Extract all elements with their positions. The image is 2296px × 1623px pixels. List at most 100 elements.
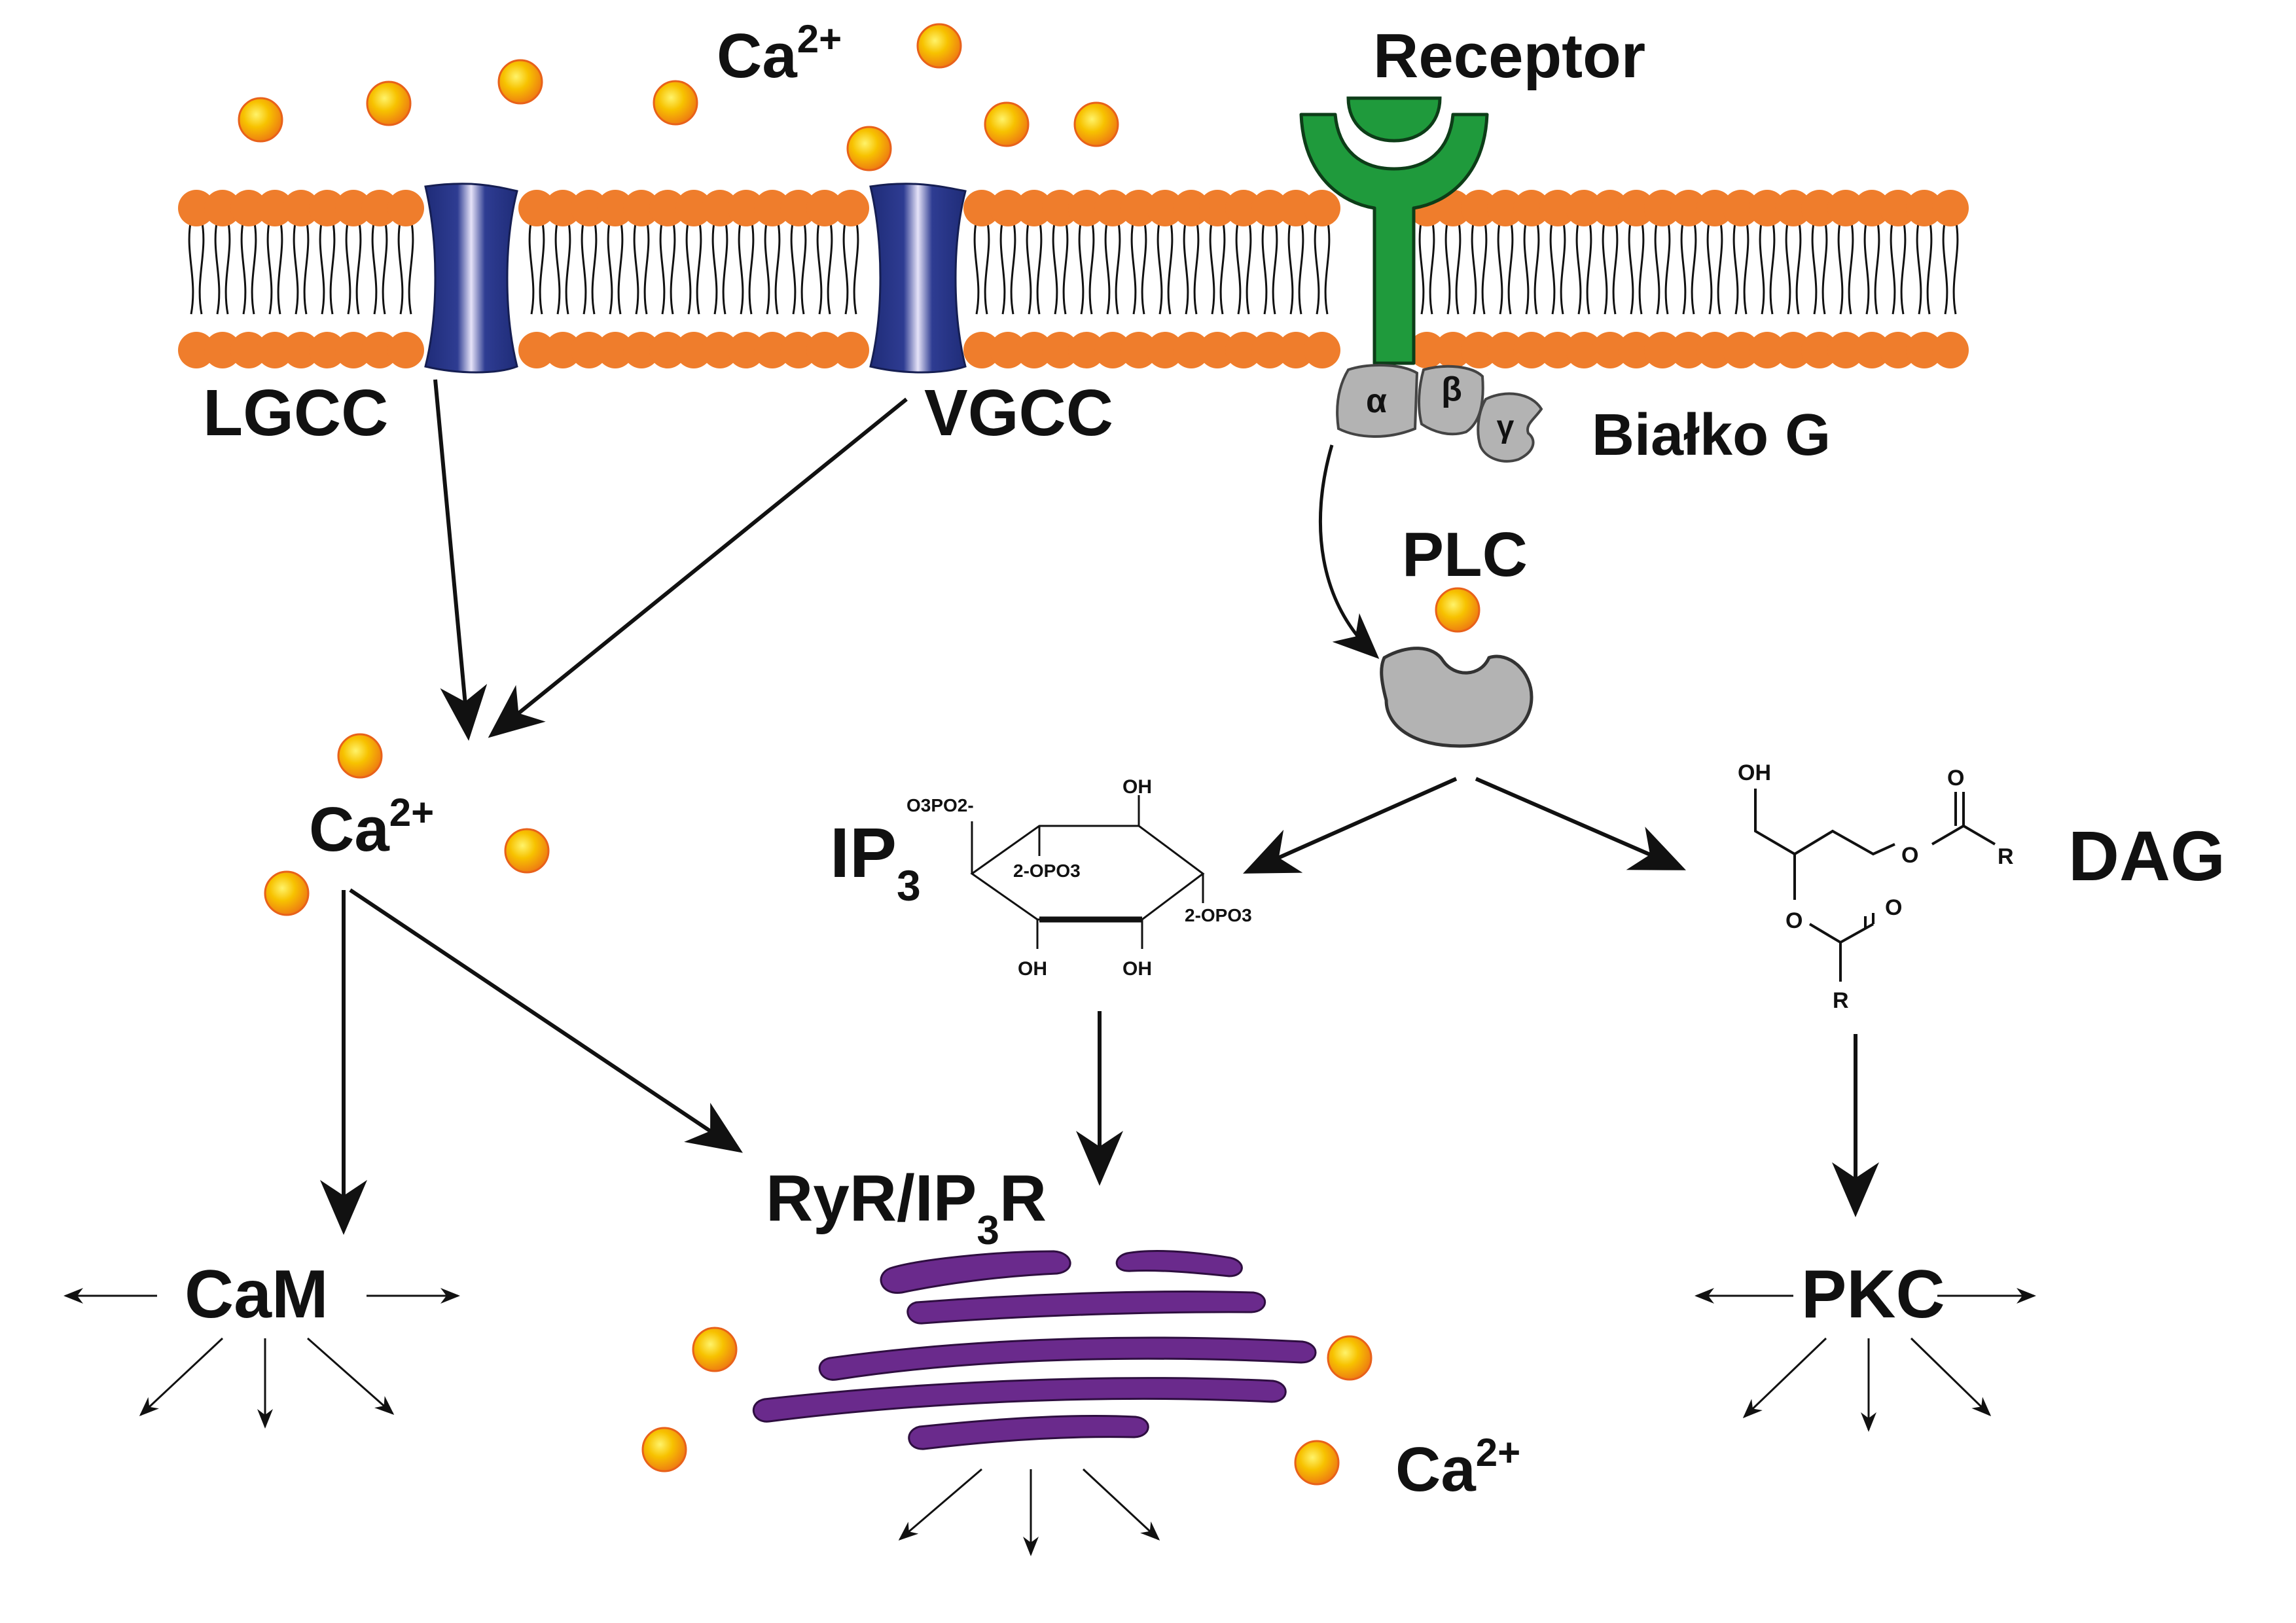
cam-label: CaM	[185, 1257, 329, 1332]
lipid-tail	[1052, 219, 1069, 315]
ca-mid-label: Ca2+	[309, 791, 434, 865]
lipid-head	[335, 190, 372, 226]
lipid-head	[1644, 332, 1681, 368]
lipid-head	[309, 190, 346, 226]
lipid-tail	[1261, 219, 1278, 315]
lipid-head	[1278, 332, 1314, 368]
lipid-head	[1147, 190, 1183, 226]
lipid-head	[518, 332, 555, 368]
lipid-tail	[685, 219, 702, 315]
plc-enzyme	[1380, 647, 1534, 748]
lipid-head	[1749, 190, 1785, 226]
lipid-tail	[1183, 219, 1200, 315]
ip3-oh-bottom-left: OH	[1018, 958, 1047, 980]
lipid-head	[1854, 190, 1890, 226]
lipid-head	[649, 190, 686, 226]
lipid-tail	[1863, 219, 1880, 315]
lipid-tail	[1235, 219, 1252, 315]
lipid-head	[1723, 332, 1759, 368]
lipid-head	[1068, 190, 1105, 226]
g-protein: α β γ	[1336, 364, 1543, 463]
lipid-head	[387, 190, 424, 226]
receptor-protein	[1299, 96, 1489, 365]
lipid-tail	[1654, 219, 1671, 315]
lipid-tail	[711, 219, 728, 315]
lipid-tail	[371, 219, 388, 315]
lgcc-channel	[424, 183, 518, 374]
lipid-tail	[842, 219, 859, 315]
lipid-head	[754, 332, 791, 368]
lipid-head	[728, 190, 764, 226]
lipid-tail	[1104, 219, 1121, 315]
lipid-head	[1670, 332, 1707, 368]
lipid-tail	[1209, 219, 1226, 315]
lipid-head	[1304, 190, 1340, 226]
ip3-opo3-right: 2-OPO3	[1185, 905, 1252, 925]
lipid-head	[1566, 190, 1602, 226]
lipid-head	[1592, 190, 1628, 226]
lipid-head	[518, 190, 555, 226]
lipid-head	[780, 332, 817, 368]
lipid-head	[1042, 332, 1079, 368]
lipid-head	[597, 332, 634, 368]
lipid-tail	[345, 219, 362, 315]
lipid-tail	[319, 219, 336, 315]
lipid-head	[257, 332, 293, 368]
dag-o-ester1: O	[1901, 843, 1918, 868]
calcium-ion	[264, 870, 310, 916]
lipid-head	[178, 332, 215, 368]
calcium-ion	[846, 126, 892, 171]
lipid-tail	[1314, 219, 1331, 315]
calcium-ion	[984, 101, 1030, 147]
lipid-head	[1173, 332, 1210, 368]
lipid-head	[963, 332, 1000, 368]
lipid-head	[675, 190, 712, 226]
lipid-head	[1199, 332, 1236, 368]
lipid-head	[1016, 190, 1052, 226]
ca-top-label: Ca2+	[717, 17, 842, 91]
lipid-tail	[1785, 219, 1802, 315]
lipid-head	[1880, 332, 1916, 368]
lipid-head	[230, 332, 267, 368]
lipid-tail	[633, 219, 650, 315]
lipid-head	[963, 190, 1000, 226]
plc-label: PLC	[1402, 520, 1528, 590]
lipid-head	[1696, 332, 1733, 368]
lipid-head	[1094, 332, 1131, 368]
lipid-head	[1906, 332, 1943, 368]
lipid-head	[335, 332, 372, 368]
lipid-head	[1173, 190, 1210, 226]
lipid-head	[1723, 190, 1759, 226]
lipid-head	[649, 332, 686, 368]
dag-label: DAG	[2068, 816, 2225, 895]
cell-membrane	[178, 190, 1969, 368]
lipid-tail	[1811, 219, 1828, 315]
lipid-tail	[293, 219, 310, 315]
lipid-head	[1854, 332, 1890, 368]
lipid-tail	[1287, 219, 1304, 315]
lipid-head	[571, 332, 607, 368]
lipid-tail	[1444, 219, 1462, 315]
lipid-head	[702, 332, 738, 368]
lipid-tail	[738, 219, 755, 315]
lipid-head	[754, 190, 791, 226]
lipid-tail	[554, 219, 571, 315]
lipid-tail	[240, 219, 257, 315]
lipid-tail	[1497, 219, 1514, 315]
lipid-head	[1801, 190, 1838, 226]
lipid-head	[1539, 190, 1576, 226]
lipid-head	[1121, 190, 1157, 226]
lipid-tail	[1680, 219, 1697, 315]
calcium-ion	[1435, 587, 1480, 633]
calcium-ion	[692, 1327, 738, 1372]
lipid-tail	[1078, 219, 1095, 315]
lipid-tail	[764, 219, 781, 315]
lipid-head	[1775, 332, 1812, 368]
lipid-tail	[1575, 219, 1592, 315]
lipid-head	[283, 332, 319, 368]
lipid-head	[1827, 332, 1864, 368]
lipid-head	[833, 332, 869, 368]
lipid-head	[1278, 190, 1314, 226]
lipid-tail	[397, 219, 414, 315]
lipid-head	[702, 190, 738, 226]
